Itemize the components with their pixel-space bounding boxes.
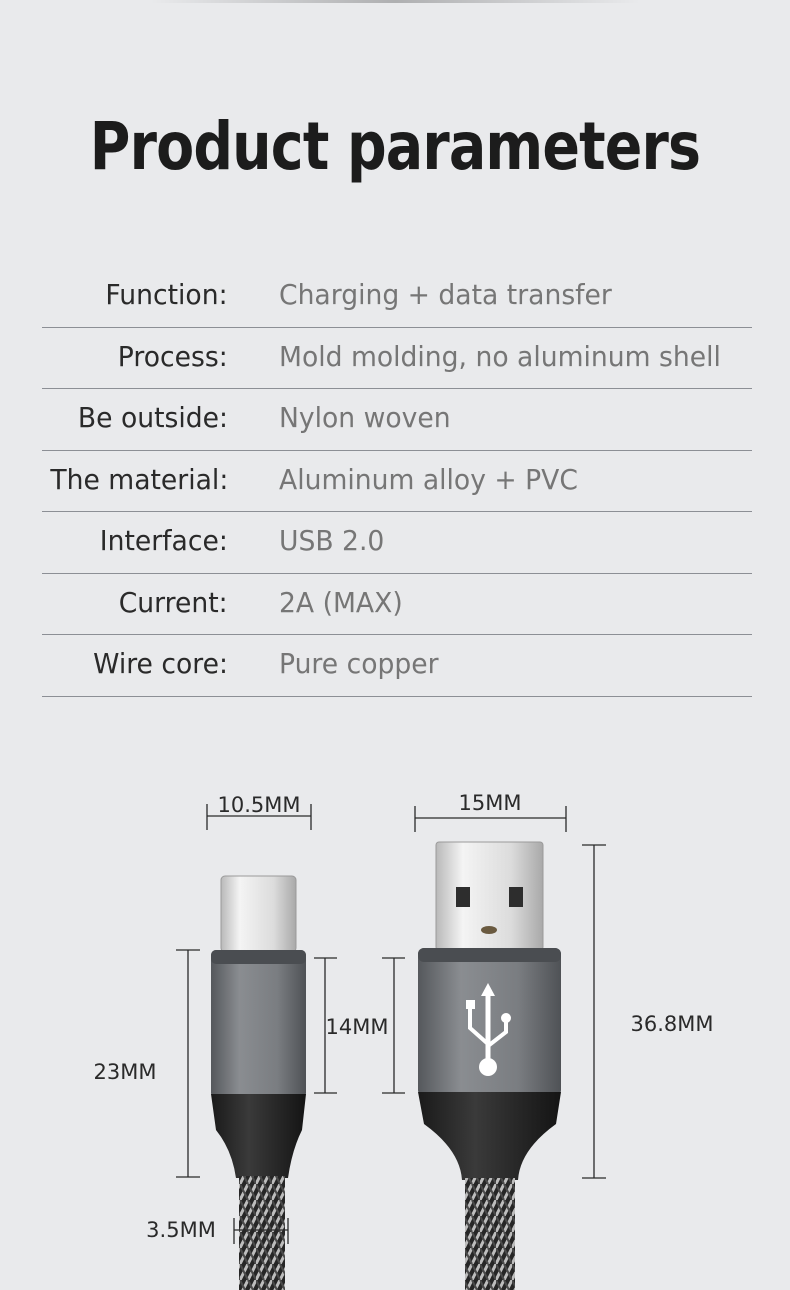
param-row-function: Function: Charging + data transfer — [42, 266, 752, 328]
usb-icon — [466, 983, 511, 1076]
param-row-interface: Interface: USB 2.0 — [42, 512, 752, 574]
top-divider — [150, 0, 640, 3]
parameter-table: Function: Charging + data transfer Proce… — [42, 266, 752, 697]
param-value: Mold molding, no aluminum shell — [279, 339, 721, 373]
param-label: Current: — [119, 585, 228, 619]
typec-aluminum-shell — [211, 950, 306, 1098]
dim-cable-diameter: 3.5MM — [146, 1218, 216, 1242]
param-row-process: Process: Mold molding, no aluminum shell — [42, 328, 752, 389]
param-label: Process: — [118, 339, 228, 373]
usb-plug-hole-left — [456, 887, 470, 907]
usb-boot — [418, 1092, 561, 1180]
page-title: Product parameters — [89, 108, 701, 185]
dimension-labels: 10.5MM 15MM 23MM 14MM 36.8MM 3.5MM — [94, 791, 714, 1242]
param-row-material: The material: Aluminum alloy + PVC — [42, 451, 752, 512]
typec-shell-ring — [211, 950, 306, 964]
usb-a-connector — [418, 841, 561, 1290]
typec-boot — [211, 1094, 306, 1178]
param-value: Nylon woven — [279, 401, 451, 434]
param-label: Wire core: — [93, 647, 228, 680]
param-row-outside: Be outside: Nylon woven — [42, 389, 752, 451]
param-label: Function: — [105, 278, 228, 311]
typec-braided-cable — [239, 1176, 285, 1290]
usb-plug-hole-right — [509, 887, 523, 907]
param-value: Pure copper — [279, 647, 439, 680]
param-label: Interface: — [99, 524, 228, 557]
param-value: Charging + data transfer — [279, 278, 612, 311]
param-label: Be outside: — [77, 401, 228, 434]
typec-plug-metal — [220, 875, 297, 953]
usb-shell-ring — [418, 948, 561, 962]
param-value: Aluminum alloy + PVC — [279, 462, 578, 496]
dim-usb-width: 15MM — [459, 791, 522, 815]
dim-usb-length: 36.8MM — [631, 1012, 714, 1036]
usb-braided-cable — [465, 1178, 515, 1290]
param-value: USB 2.0 — [279, 524, 385, 557]
dimension-lines — [176, 804, 606, 1244]
typec-connector — [211, 875, 306, 1290]
param-row-wire-core: Wire core: Pure copper — [42, 635, 752, 697]
dim-typec-width: 10.5MM — [218, 793, 301, 817]
dim-shell-length: 14MM — [326, 1015, 389, 1039]
param-row-current: Current: 2A (MAX) — [42, 574, 752, 635]
param-value: 2A (MAX) — [279, 585, 403, 619]
usb-led-dot — [481, 926, 497, 934]
param-label: The material: — [50, 462, 228, 496]
dim-typec-length: 23MM — [94, 1060, 157, 1084]
